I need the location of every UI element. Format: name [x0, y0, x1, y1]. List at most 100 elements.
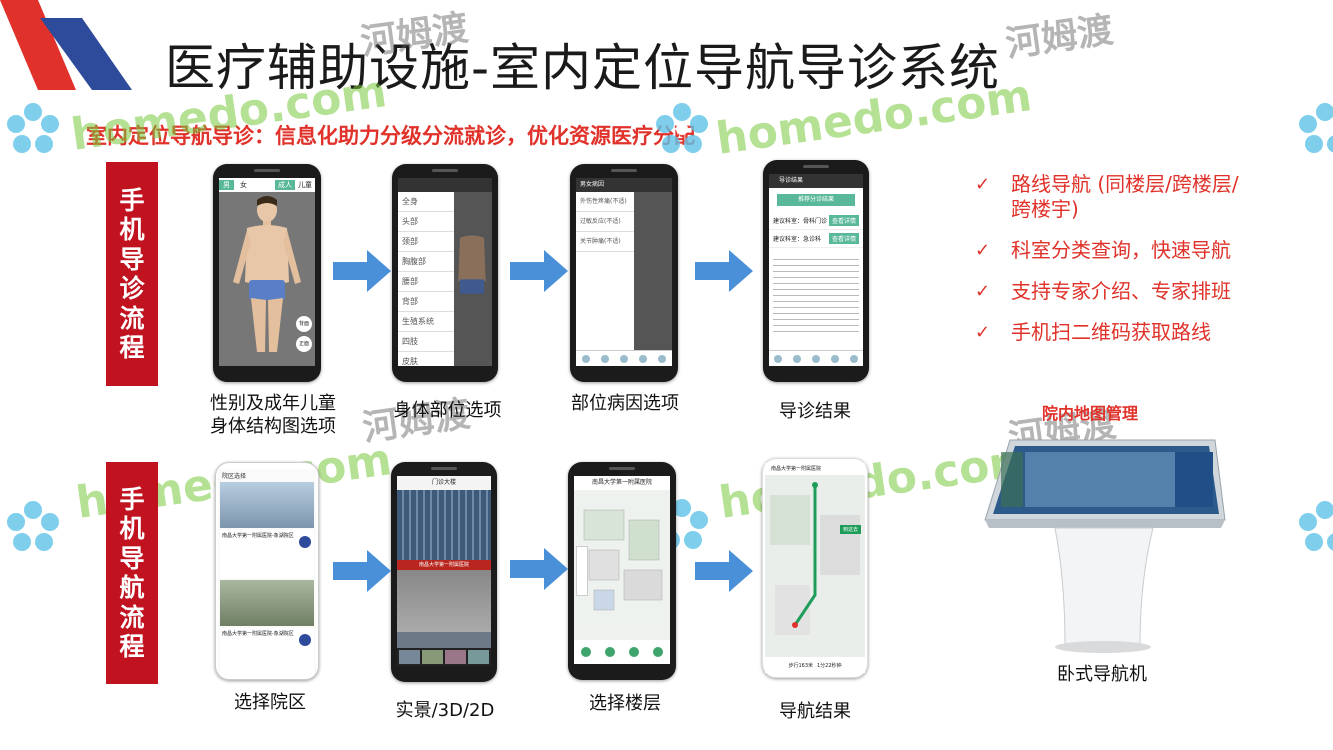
- page-subtitle: 室内定位导航导诊：信息化助力分级分流就诊，优化资源医疗分配: [86, 124, 695, 148]
- result-description: [773, 254, 859, 334]
- category-bar: [574, 640, 670, 664]
- navigation-kiosk-image: [984, 439, 1226, 653]
- bottom-nav: [769, 350, 863, 366]
- body-part-item[interactable]: 生殖系统: [398, 312, 454, 332]
- feature-item: ✓ 科室分类查询，快速导航: [975, 238, 1231, 262]
- screen-header: 南昌大学第一附属医院: [765, 463, 865, 475]
- gender-female-tab[interactable]: 女: [240, 181, 247, 189]
- body-part-item[interactable]: 头部: [398, 212, 454, 232]
- body-part-item[interactable]: 全身: [398, 192, 454, 212]
- screen-header: 门诊大楼: [397, 476, 491, 490]
- body-part-item[interactable]: 背部: [398, 292, 454, 312]
- result-row: 建议科室：急诊科: [773, 236, 822, 243]
- phone-nav-result: 南昌大学第一附属医院 到这去 步行163米 1分22秒钟: [762, 458, 868, 678]
- phone-screen: 男女病因 外伤性疼痛(不适) 过敏反应(不适) 关节肿痛(不适): [576, 178, 672, 366]
- campus-photo: [220, 482, 314, 528]
- cause-item[interactable]: 外伤性疼痛(不适): [576, 192, 634, 212]
- human-body-figure: [458, 235, 486, 294]
- check-icon: ✓: [975, 281, 991, 302]
- watermark-flower-icon: [7, 103, 59, 153]
- screen-header: 导诊结果: [779, 177, 804, 184]
- page-title: 医疗辅助设施-室内定位导航导诊系统: [165, 39, 1001, 97]
- navigate-icon[interactable]: [299, 634, 311, 646]
- thumbnail-strip[interactable]: [397, 648, 491, 666]
- flow-arrow-icon: [695, 250, 753, 292]
- go-here-button[interactable]: 到这去: [839, 525, 861, 534]
- gender-male-tab[interactable]: 男: [219, 180, 234, 190]
- phone-symptom-causes: 男女病因 外伤性疼痛(不适) 过敏反应(不适) 关节肿痛(不适): [570, 164, 678, 382]
- step-caption: 导诊结果: [779, 401, 851, 422]
- body-part-item[interactable]: 腰部: [398, 272, 454, 292]
- phone-triage-result: 导诊结果 推荐分诊结果 建议科室：骨科门诊 查看详情 建议科室：急诊科 查看详情: [763, 160, 869, 382]
- kiosk-caption: 卧式导航机: [1057, 664, 1147, 685]
- screen-header: 男女病因: [580, 181, 605, 188]
- watermark-flower-icon: [7, 501, 59, 551]
- cause-item[interactable]: 关节肿痛(不适): [576, 232, 634, 252]
- phone-screen: 南昌大学第一附属医院 到这去 步行163米 1分22秒钟: [765, 463, 865, 673]
- back-view-button[interactable]: 背面: [296, 316, 312, 332]
- feature-item: ✓ 路线导航 (同楼层/跨楼层/跨楼宇): [975, 172, 1239, 221]
- body-part-list: 全身 头部 颈部 胸腹部 腰部 背部 生殖系统 四肢 皮肤: [398, 192, 454, 366]
- phone-view-mode: 门诊大楼 南昌大学第一附属医院: [391, 462, 497, 682]
- phone-screen: 导诊结果 推荐分诊结果 建议科室：骨科门诊 查看详情 建议科室：急诊科 查看详情: [769, 174, 863, 366]
- campus-photo: [220, 580, 314, 626]
- step-caption: 部位病因选项: [571, 393, 679, 414]
- section-label-triage: 手 机 导 诊 流 程: [106, 162, 158, 386]
- phone-body-parts: 全身 头部 颈部 胸腹部 腰部 背部 生殖系统 四肢 皮肤: [392, 164, 498, 382]
- campus-card[interactable]: 南昌大学第一附属医院-象湖院区: [220, 530, 314, 578]
- watermark-flower-icon: [1299, 501, 1333, 551]
- body-part-item[interactable]: 四肢: [398, 332, 454, 352]
- adult-tab[interactable]: 成人: [275, 180, 295, 190]
- body-part-item[interactable]: 胸腹部: [398, 252, 454, 272]
- cause-list: 外伤性疼痛(不适) 过敏反应(不适) 关节肿痛(不适): [576, 192, 634, 350]
- step-caption: 导航结果: [779, 701, 851, 722]
- view-detail-button[interactable]: 查看详情: [828, 233, 859, 244]
- phone-body-gender: 男 女 成人 儿童 背面 正面: [213, 164, 321, 382]
- phone-screen: 全身 头部 颈部 胸腹部 腰部 背部 生殖系统 四肢 皮肤: [398, 178, 492, 366]
- navigate-icon[interactable]: [299, 536, 311, 548]
- flow-arrow-icon: [510, 250, 568, 292]
- route-map[interactable]: [765, 475, 865, 665]
- body-part-item[interactable]: 颈部: [398, 232, 454, 252]
- check-icon: ✓: [975, 174, 991, 195]
- human-body-figure[interactable]: [219, 192, 315, 362]
- cause-item[interactable]: 过敏反应(不适): [576, 212, 634, 232]
- flow-arrow-icon: [510, 548, 568, 590]
- feature-item: ✓ 支持专家介绍、专家排班: [975, 279, 1231, 303]
- step-caption: 性别及成年儿童 身体结构图选项: [210, 393, 336, 437]
- watermark-hemudu: 河姆渡: [1003, 9, 1116, 66]
- step-caption: 身体部位选项: [393, 400, 502, 421]
- phone-select-campus: 院区选择 南昌大学第一附属医院-象湖院区 南昌大学第一附属医院-象湖院区: [215, 462, 319, 680]
- phone-screen: 南昌大学第一附属医院: [574, 476, 670, 664]
- corner-logo: [0, 0, 132, 90]
- step-caption: 选择楼层: [589, 693, 661, 714]
- check-icon: ✓: [975, 322, 991, 343]
- step-caption: 选择院区: [234, 692, 306, 713]
- flow-arrow-icon: [333, 250, 391, 292]
- feature-list: ✓ 路线导航 (同楼层/跨楼层/跨楼宇) ✓ 科室分类查询，快速导航 ✓ 支持专…: [975, 172, 1275, 361]
- plaza-photo: [397, 570, 491, 632]
- bottom-nav: [576, 350, 672, 366]
- phone-screen: 门诊大楼 南昌大学第一附属医院: [397, 476, 491, 666]
- body-part-item[interactable]: 皮肤: [398, 352, 454, 366]
- floor-selector[interactable]: [576, 546, 588, 596]
- flow-arrow-icon: [695, 550, 753, 592]
- floor-map[interactable]: [574, 490, 670, 630]
- front-view-button[interactable]: 正面: [296, 336, 312, 352]
- phone-screen: 男 女 成人 儿童 背面 正面: [219, 178, 315, 366]
- screen-header: 南昌大学第一附属医院: [574, 476, 670, 490]
- result-row: 建议科室：骨科门诊: [773, 218, 828, 225]
- phone-screen: 院区选择 南昌大学第一附属医院-象湖院区 南昌大学第一附属医院-象湖院区: [218, 469, 316, 673]
- feature-item: ✓ 手机扫二维码获取路线: [975, 320, 1211, 344]
- check-icon: ✓: [975, 240, 991, 261]
- route-summary: 步行163米 1分22秒钟: [765, 657, 865, 673]
- campus-card[interactable]: 南昌大学第一附属医院-象湖院区: [220, 628, 314, 673]
- view-detail-button[interactable]: 查看详情: [828, 215, 859, 226]
- screen-header: 院区选择: [222, 473, 247, 480]
- phone-select-floor: 南昌大学第一附属医院: [568, 462, 676, 680]
- child-tab[interactable]: 儿童: [298, 181, 312, 189]
- map-management-label: 院内地图管理: [1042, 404, 1139, 423]
- watermark-flower-icon: [1299, 103, 1333, 153]
- flow-arrow-icon: [333, 550, 391, 592]
- building-photo: [397, 490, 491, 560]
